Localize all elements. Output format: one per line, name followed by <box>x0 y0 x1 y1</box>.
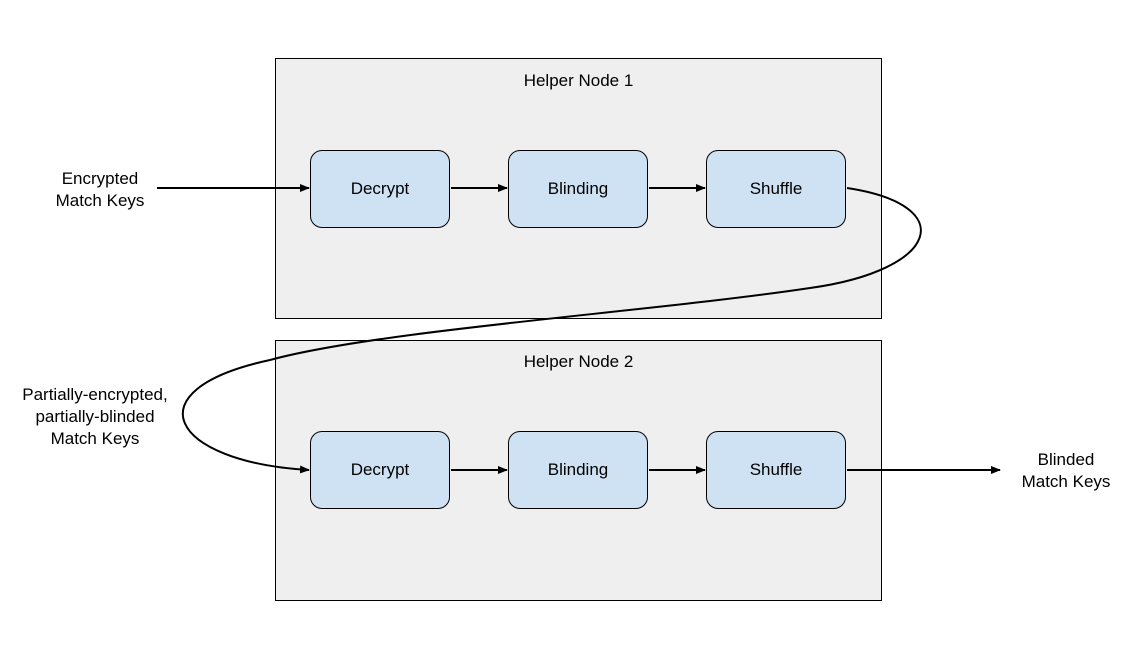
intermediate-label-line-2: partially-blinded <box>35 407 155 426</box>
output-label: Blinded Match Keys <box>1006 449 1126 493</box>
input-label-line-2: Match Keys <box>55 191 145 210</box>
intermediate-label-line-1: Partially-encrypted, <box>22 385 168 404</box>
intermediate-label-line-3: Match Keys <box>50 429 140 448</box>
node-1-blinding-step: Blinding <box>508 150 648 228</box>
node-1-to-node-2-curve <box>181 187 922 474</box>
helper-node-1-title: Helper Node 1 <box>523 71 634 90</box>
helper-node-2-title: Helper Node 2 <box>523 352 634 371</box>
output-label-line-2: Match Keys <box>1021 472 1111 491</box>
node-2-blinding-step: Blinding <box>508 431 648 509</box>
node-2-decrypt-step: Decrypt <box>310 431 450 509</box>
input-label: Encrypted Match Keys <box>40 168 160 212</box>
node-2-shuffle-step: Shuffle <box>706 431 846 509</box>
node-1-decrypt-step: Decrypt <box>310 150 450 228</box>
input-label-line-1: Encrypted <box>61 169 139 188</box>
node-1-shuffle-step: Shuffle <box>706 150 846 228</box>
output-label-line-1: Blinded <box>1037 450 1095 469</box>
intermediate-label: Partially-encrypted, partially-blinded M… <box>6 384 184 450</box>
